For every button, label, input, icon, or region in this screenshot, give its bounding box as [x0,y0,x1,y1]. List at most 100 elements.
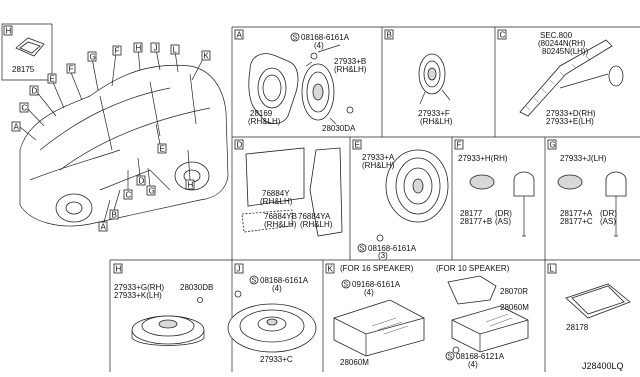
panel-a-bolt: 08168-6161A [301,33,350,42]
svg-text:S: S [252,278,257,285]
panel-a-speaker: 27933+B [334,57,366,66]
callout-a2: A [101,223,107,232]
panel-c-letter: C [500,31,506,40]
panel-j-bolt: 08168-6161A [260,276,309,285]
panel-k-amp: 28060M [340,358,369,367]
panel-a-parts [248,44,354,125]
callout-f: F [69,65,74,74]
callout-d2: D [139,177,145,186]
panel-j-part: 27933+C [260,355,293,364]
panel-b-side: (RH&LH) [420,117,453,126]
callout-h2: H [188,181,194,190]
panel-g-letter: G [550,141,556,150]
panel-e-part: 27933+A [362,153,395,162]
panel-c-tweeter-rh: 27933+D(RH) [546,109,596,118]
panel-l-part: 28178 [566,323,589,332]
diagram-code: J28400LQ [582,361,624,371]
vehicle-callout-labels: A C D E F G F H J L K A B C D G E H [11,42,211,232]
panel-e-letter: E [355,141,360,150]
callout-c2: C [126,191,132,200]
panel-d-parts [241,147,343,237]
panel-d-p1: 76884Y [262,189,290,198]
panel-a-speaker-side: (RH&LH) [334,65,367,74]
panel-h-top-letter: H [6,27,12,36]
panel-l-parts [565,283,631,319]
panel-b-parts [418,53,451,105]
panel-f-parts [469,171,535,237]
panel-d-p1-side: (RH&LH) [260,197,293,206]
callout-e: E [50,75,55,84]
panel-d-p3-side: (RH&LH) [300,220,333,229]
panel-c-pn1: (80244N(RH) [538,39,586,48]
panel-g-c1-note: (DR) [600,209,617,218]
panel-a-bolt-qty: (4) [314,41,324,50]
panel-c-pn2: 80245N(LH)) [542,47,589,56]
panel-b-part: 27933+F [418,109,450,118]
panel-g-parts [557,171,627,237]
panel-d-p3: 76884YA [298,212,331,221]
panel-b-letter: B [387,31,392,40]
callout-f2: F [115,47,120,56]
panel-j-letter: J [237,265,241,274]
panel-f-letter: F [457,141,462,150]
panel-a-clip: 28030DA [322,124,356,133]
panel-h-top-part [15,37,45,57]
panel-h-top-part-number: 28175 [12,65,35,74]
svg-text:S: S [293,35,298,42]
panel-a-adapter: 28169 [250,109,273,118]
panel-g-c1: 28177+A [560,209,593,218]
svg-text:S: S [344,282,349,289]
panel-a-letter: A [237,31,243,40]
panel-g-c2: 28177+C [560,217,593,226]
panel-d-p2: 76884YB [264,212,297,221]
panel-f-c2: 28177+B [460,217,492,226]
panel-k-p2: 28070R [500,287,528,296]
panel-j-bolt-qty: (4) [272,284,282,293]
panel-e-bolt-qty: (3) [378,251,388,260]
panel-k-bolt2: 08168-6121A [456,352,505,361]
callout-b: B [112,211,117,220]
callout-leaders [19,48,205,223]
panel-d-letter: D [237,141,243,150]
panel-e-side: (RH&LH) [362,161,395,170]
panel-e-bolt: 08168-6161A [368,244,417,253]
panel-h-clip: 28030DB [180,283,213,292]
panel-k-amp2: 28060M [500,303,529,312]
panel-g-part: 27933+J(LH) [560,154,607,163]
panel-f-c2-note: (AS) [495,217,511,226]
panel-f-c1: 28177 [460,209,483,218]
callout-k: K [204,52,210,61]
vehicle-overview [19,64,229,227]
panel-c-tweeter-lh: 27933+E(LH) [546,117,594,126]
panel-f-c1-note: (DR) [495,209,512,218]
panel-e-parts [376,149,449,242]
callout-c: C [22,104,28,113]
panel-h-letter: H [116,265,122,274]
panel-k-bolt2-qty: (4) [468,360,478,369]
panel-g-c2-note: (AS) [600,217,616,226]
panel-c-parts [519,39,624,117]
panel-a-adapter-side: (RH&LH) [248,117,281,126]
panel-k-title2: (FOR 10 SPEAKER) [436,264,510,273]
panel-k-letter: K [328,265,334,274]
panel-k-title: (FOR 16 SPEAKER) [340,264,414,273]
callout-e2: E [160,145,165,154]
callout-h: H [136,44,142,53]
panel-k-parts [333,275,529,357]
panel-k-bolt-qty: (4) [364,288,374,297]
callout-a: A [14,123,20,132]
panel-h-p2: 27933+K(LH) [114,291,162,300]
panel-f-part: 27933+H(RH) [458,154,508,163]
callout-g2: G [149,187,155,196]
callout-g: G [90,53,96,62]
svg-text:S: S [360,246,365,253]
panel-h-p1: 27933+G(RH) [114,283,164,292]
callout-d: D [32,87,38,96]
panel-d-p2-side: (RH&LH) [264,220,297,229]
panel-j-parts [227,290,317,353]
panel-l-letter: L [550,265,555,274]
panel-c-sec: SEC.800 [540,31,573,40]
svg-text:S: S [448,354,453,361]
